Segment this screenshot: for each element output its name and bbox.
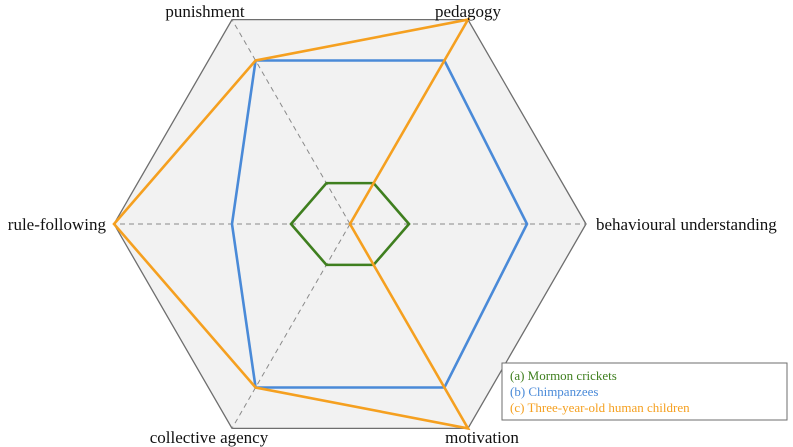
legend-entry-human-children: (c) Three-year-old human children [510,400,690,415]
axis-label-punishment: punishment [165,2,245,21]
legend-entry-chimpanzees: (b) Chimpanzees [510,384,598,399]
series-three-year-old-human-children [112,17,471,431]
legend-entry-mormon-crickets: (a) Mormon crickets [510,368,617,383]
axis-label-behavioural-understanding: behavioural understanding [596,215,777,234]
axis-label-rule-following: rule-following [8,215,107,234]
axis-label-pedagogy: pedagogy [435,2,502,21]
legend: (a) Mormon crickets (b) Chimpanzees (c) … [501,362,788,421]
legend-box [501,362,788,421]
axis-label-motivation: motivation [445,428,519,447]
series-layer [112,17,529,431]
axis-label-collective-agency: collective agency [150,428,269,447]
grid-spoke-collective-agency [231,223,351,429]
grid-spoke-punishment [231,19,351,225]
